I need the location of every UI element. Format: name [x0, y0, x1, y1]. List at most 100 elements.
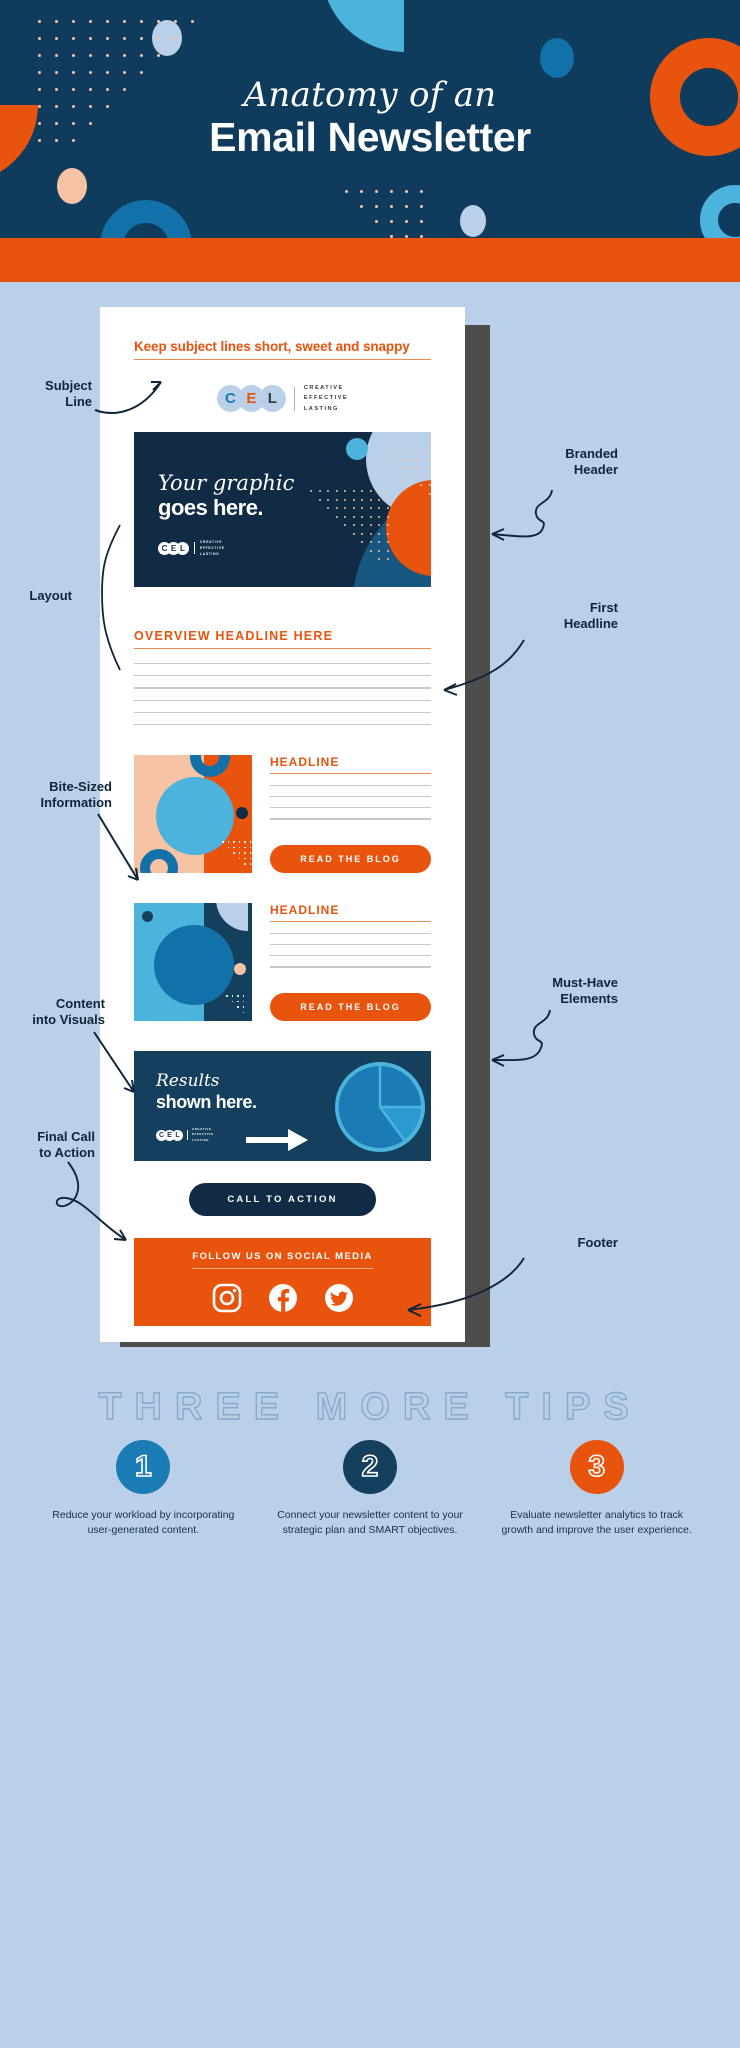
- tip-item-2: 2 Connect your newsletter content to you…: [257, 1440, 484, 1538]
- body-line: [270, 966, 431, 968]
- annotation-layout: Layout: [29, 588, 72, 603]
- orange-divider-band: [0, 238, 740, 282]
- results-graphic: Results shown here. C E L CREATIVE EFFEC…: [134, 1051, 431, 1162]
- results-tagline-2: EFFECTIVE: [192, 1132, 214, 1137]
- card1-ring-blue-bottom: [140, 849, 178, 874]
- body-line: [270, 785, 431, 787]
- body-line: [134, 663, 431, 665]
- call-to-action-button[interactable]: CALL TO ACTION: [189, 1183, 376, 1217]
- annotation-footer: Footer: [577, 1235, 618, 1250]
- tips-row: 1 Reduce your workload by incorporating …: [30, 1440, 710, 1538]
- pointer-arrow-top-icon: [430, 1067, 431, 1087]
- body-line: [270, 933, 431, 935]
- results-logo-tagline: CREATIVE EFFECTIVE LASTING: [192, 1127, 214, 1143]
- tips-title: THREE MORE TIPS: [98, 1385, 642, 1428]
- results-logo: C E L CREATIVE EFFECTIVE LASTING: [156, 1127, 214, 1143]
- logo-tagline-1: CREATIVE: [303, 385, 344, 391]
- overview-headline: OVERVIEW HEADLINE HERE: [134, 629, 431, 650]
- decor-ring-blue: [100, 200, 192, 238]
- subject-line-text: Keep subject lines short, sweet and snap…: [134, 339, 431, 360]
- overview-body-lines: [134, 663, 431, 726]
- tip-text-2: Connect your newsletter content to your …: [277, 1509, 463, 1537]
- instagram-icon[interactable]: [211, 1282, 243, 1314]
- card1-circle-sky: [156, 777, 234, 856]
- graphic-logo-tagline: CREATIVE EFFECTIVE LASTING: [200, 539, 225, 557]
- logo-tagline-2: EFFECTIVE: [303, 395, 349, 402]
- hero-script-title: Anatomy of an: [243, 75, 497, 115]
- tip-number-3: 3: [569, 1440, 624, 1494]
- tip-number-1: 1: [116, 1440, 171, 1494]
- pie-chart-graphic: [335, 1062, 425, 1153]
- tip-text-1: Reduce your workload by incorporating us…: [52, 1509, 235, 1537]
- graphic-tagline-3: LASTING: [200, 552, 220, 557]
- results-logo-l: L: [172, 1129, 183, 1141]
- results-logo-e: E: [164, 1129, 175, 1141]
- tip-item-1: 1 Reduce your workload by incorporating …: [30, 1440, 257, 1538]
- logo-tagline-3: LASTING: [303, 405, 339, 412]
- read-the-blog-button-2[interactable]: READ THE BLOG: [270, 993, 431, 1022]
- social-icons: [211, 1282, 355, 1314]
- body-line: [134, 711, 431, 713]
- card-image-1: [134, 755, 252, 874]
- arrow-must-have: [491, 1009, 551, 1067]
- graphic-bold-text: goes here.: [158, 495, 264, 521]
- decor-quarter-sky: [322, 0, 404, 52]
- graphic-tagline-2: EFFECTIVE: [200, 546, 225, 551]
- decor-circle-lightblue-2: [460, 205, 486, 237]
- card-headline-2: HEADLINE: [270, 903, 431, 923]
- card2-dot-navy: [142, 911, 153, 923]
- logo-tagline: CREATIVE EFFECTIVE LASTING: [304, 383, 348, 414]
- hero-title-group: Anatomy of an Email Newsletter: [0, 75, 740, 161]
- graphic-logo-divider: [194, 542, 195, 555]
- body-line: [270, 944, 431, 946]
- read-the-blog-button-1[interactable]: READ THE BLOG: [270, 845, 431, 874]
- body-line: [134, 723, 431, 726]
- card2-dot-peach: [234, 963, 246, 976]
- card-image-2: [134, 903, 252, 1022]
- logo-letters: C E L: [216, 385, 286, 413]
- email-mockup: Keep subject lines short, sweet and snap…: [100, 307, 465, 1342]
- card-body-2: HEADLINE READ THE BLOG: [270, 903, 431, 1022]
- card1-ring-blue-top: [190, 755, 230, 778]
- branded-header-graphic: Your graphic goes here. C E L CREATIVE E…: [134, 432, 431, 588]
- graphic-logo-l: L: [176, 541, 189, 555]
- graphic-script-text: Your graphic: [158, 471, 295, 496]
- results-bold-text: shown here.: [156, 1092, 257, 1113]
- body-line: [270, 796, 431, 798]
- brand-logo: C E L CREATIVE EFFECTIVE LASTING: [134, 383, 431, 414]
- graphic-tagline-1: CREATIVE: [200, 540, 223, 545]
- decor-circle-blue: [540, 38, 574, 78]
- content-card: HEADLINE READ THE BLOG: [134, 903, 431, 1022]
- logo-divider: [293, 386, 295, 411]
- tip-text-3: Evaluate newsletter analytics to track g…: [501, 1509, 692, 1537]
- footer-title: FOLLOW US ON SOCIAL MEDIA: [192, 1251, 373, 1269]
- card1-dot-navy: [236, 807, 248, 820]
- card2-circle-blue: [154, 925, 234, 1006]
- arrow-branded-header: [491, 489, 553, 541]
- content-card: HEADLINE READ THE BLOG: [134, 755, 431, 874]
- twitter-icon[interactable]: [323, 1282, 355, 1314]
- results-tagline-1: CREATIVE: [192, 1127, 212, 1132]
- results-logo-c: C: [156, 1129, 167, 1141]
- body-line: [270, 818, 431, 820]
- decor-ring-sky: [700, 185, 740, 238]
- body-line: [270, 955, 431, 957]
- body-line: [270, 807, 431, 809]
- hero-banner: Anatomy of an Email Newsletter: [0, 0, 740, 238]
- right-arrow-icon: [246, 1129, 308, 1152]
- facebook-icon[interactable]: [267, 1282, 299, 1314]
- cta-wrap: CALL TO ACTION: [134, 1183, 431, 1217]
- tip-number-2: 2: [343, 1440, 397, 1494]
- email-footer: FOLLOW US ON SOCIAL MEDIA: [134, 1238, 431, 1327]
- logo-letter-l: L: [258, 385, 286, 413]
- graphic-text-group: Your graphic goes here.: [158, 472, 294, 521]
- card-body-1: HEADLINE READ THE BLOG: [270, 755, 431, 874]
- decor-circle-peach: [57, 168, 87, 204]
- results-tagline-3: LASTING: [192, 1137, 210, 1142]
